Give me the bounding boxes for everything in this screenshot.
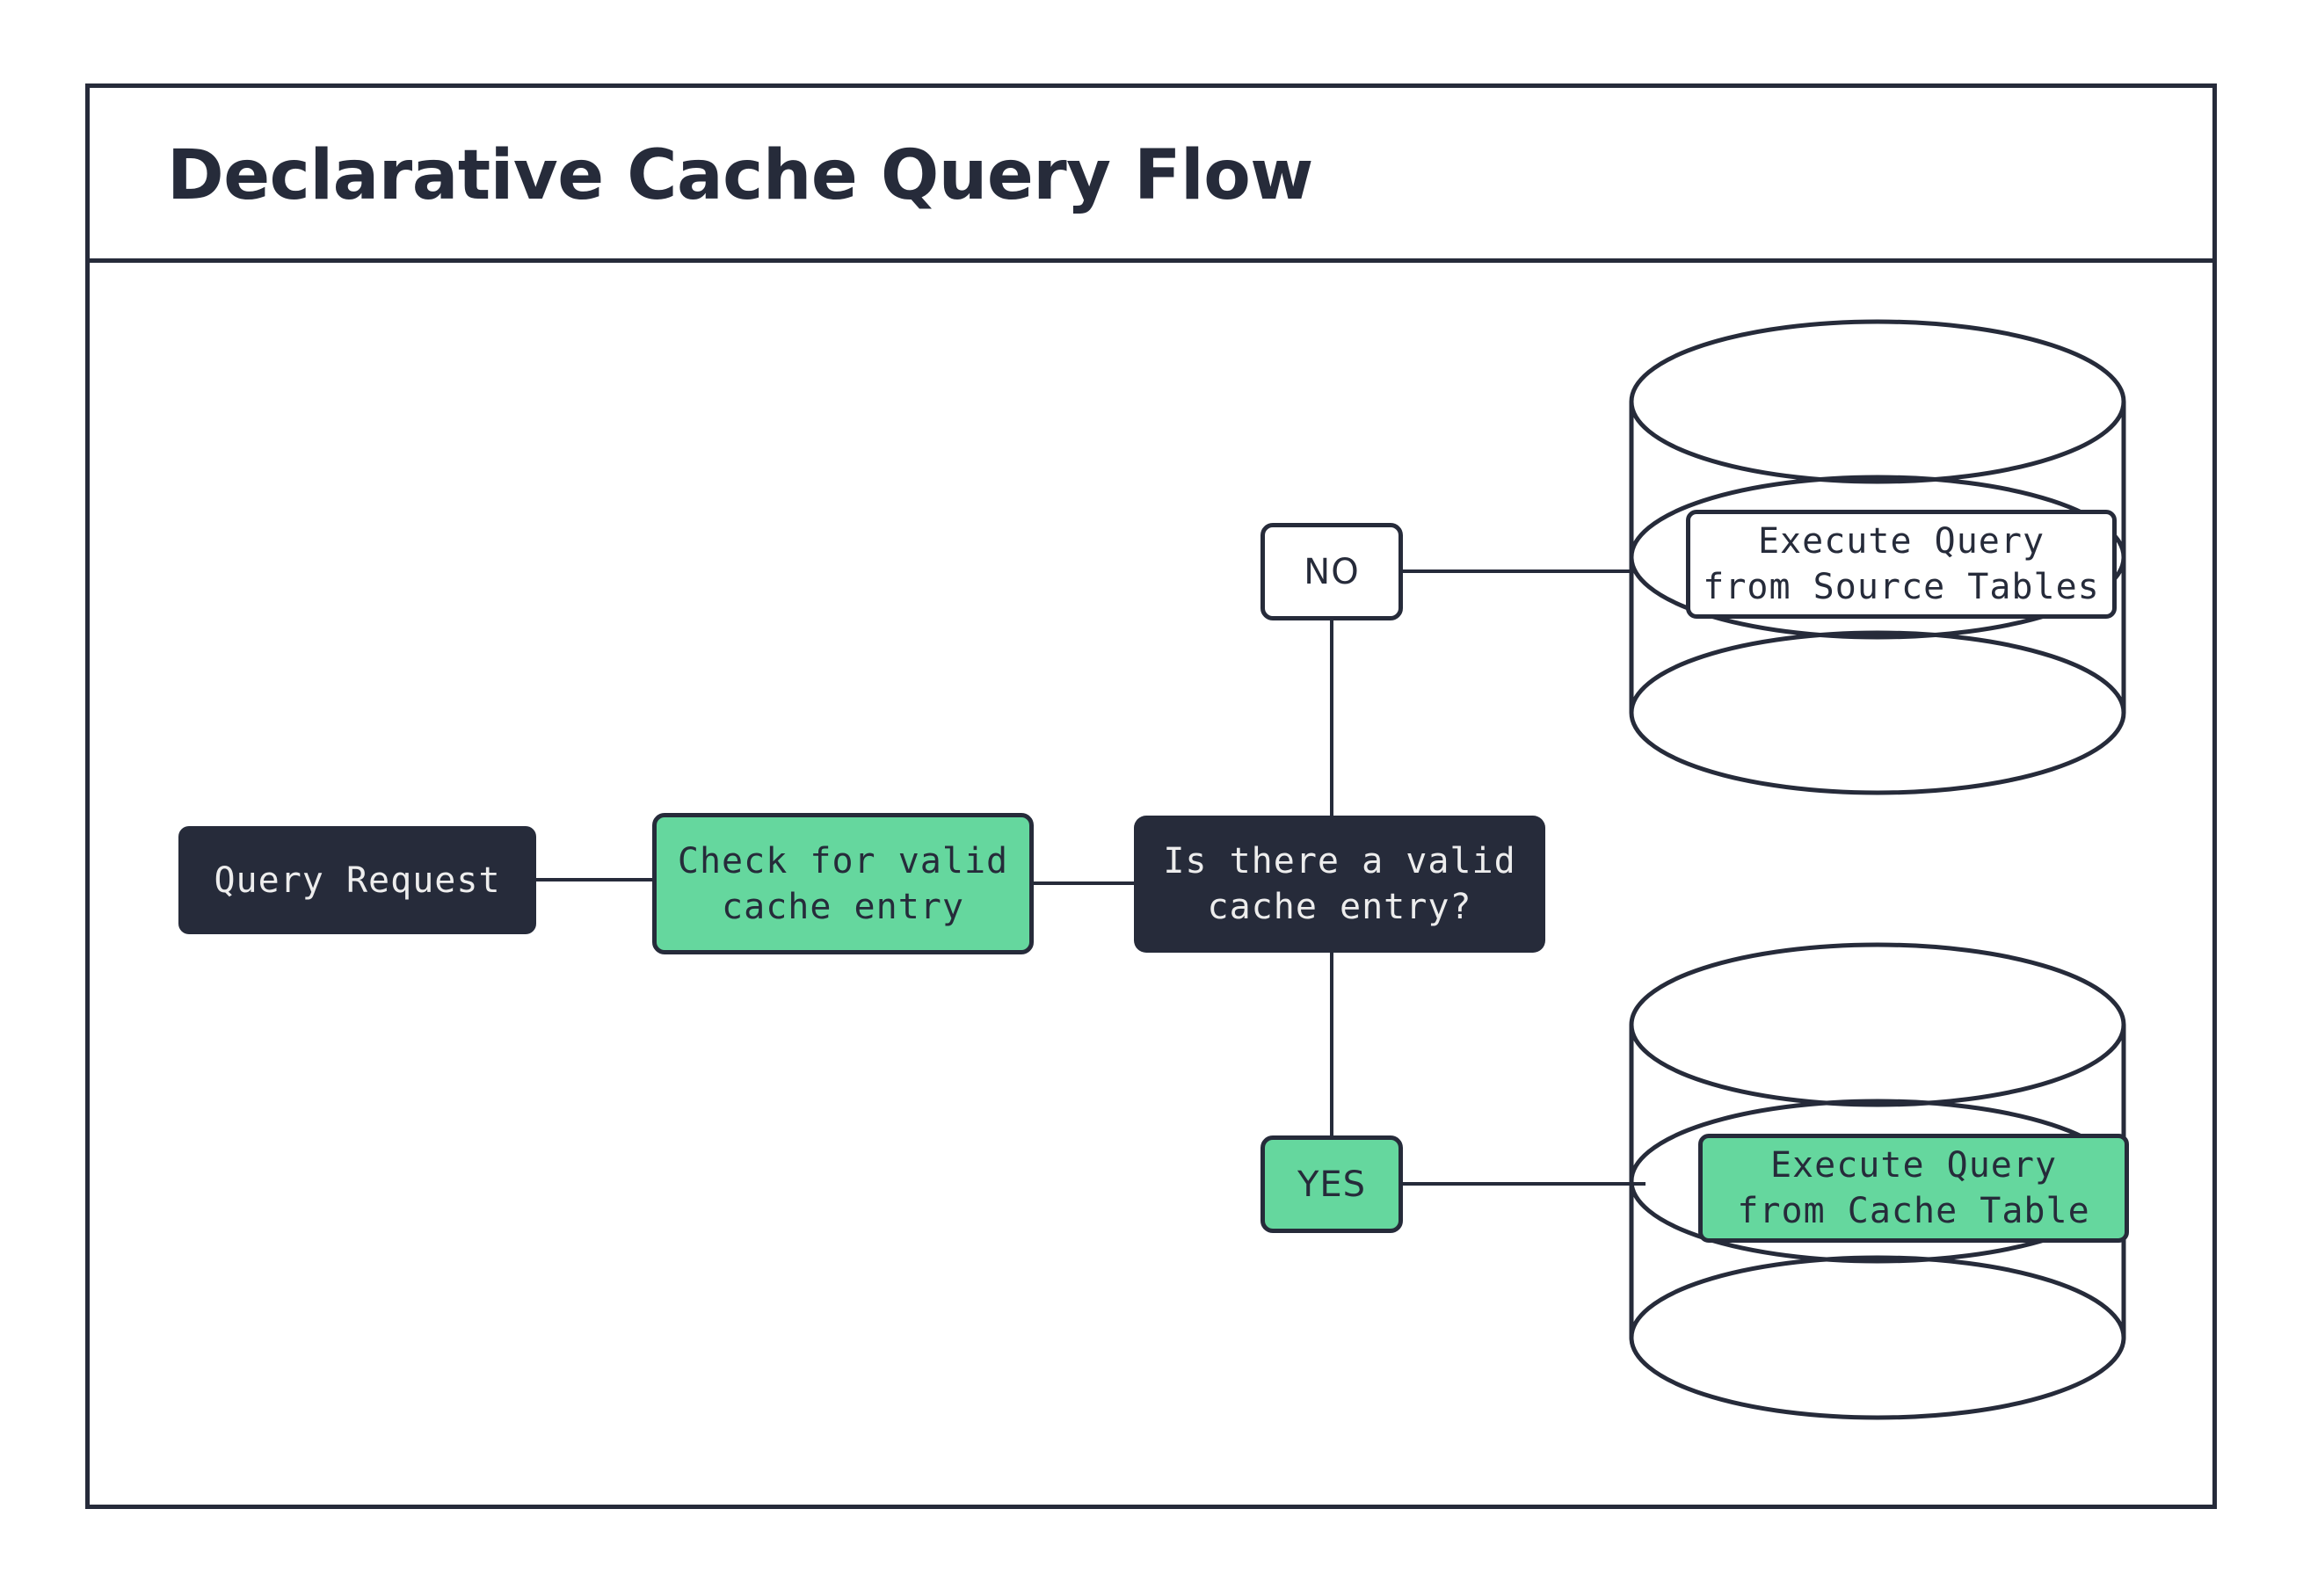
edge-no-to-source-tables [1399, 569, 1637, 573]
database-cylinder-source-tables [1629, 319, 2126, 795]
edge-query-to-check [534, 878, 656, 881]
database-label-cache-table: Execute Query from Cache Table [1698, 1134, 2129, 1243]
edge-yes-to-cache-table [1399, 1182, 1646, 1186]
title-divider [85, 258, 2217, 263]
edge-check-to-decision [1030, 881, 1137, 885]
edge-label-yes[interactable]: YES [1260, 1135, 1403, 1233]
database-icon [1629, 319, 2126, 795]
edge-decision-to-no [1330, 615, 1333, 819]
node-check-for-valid-cache-entry[interactable]: Check for valid cache entry [652, 813, 1034, 954]
diagram-title: Declarative Cache Query Flow [167, 136, 1313, 215]
edge-label-no[interactable]: NO [1260, 523, 1403, 620]
database-label-source-tables: Execute Query from Source Tables [1686, 510, 2117, 619]
node-decision-is-there-a-valid-cache-entry[interactable]: Is there a valid cache entry? [1134, 816, 1545, 953]
edge-decision-to-yes [1330, 949, 1333, 1141]
node-query-request[interactable]: Query Request [178, 826, 536, 934]
